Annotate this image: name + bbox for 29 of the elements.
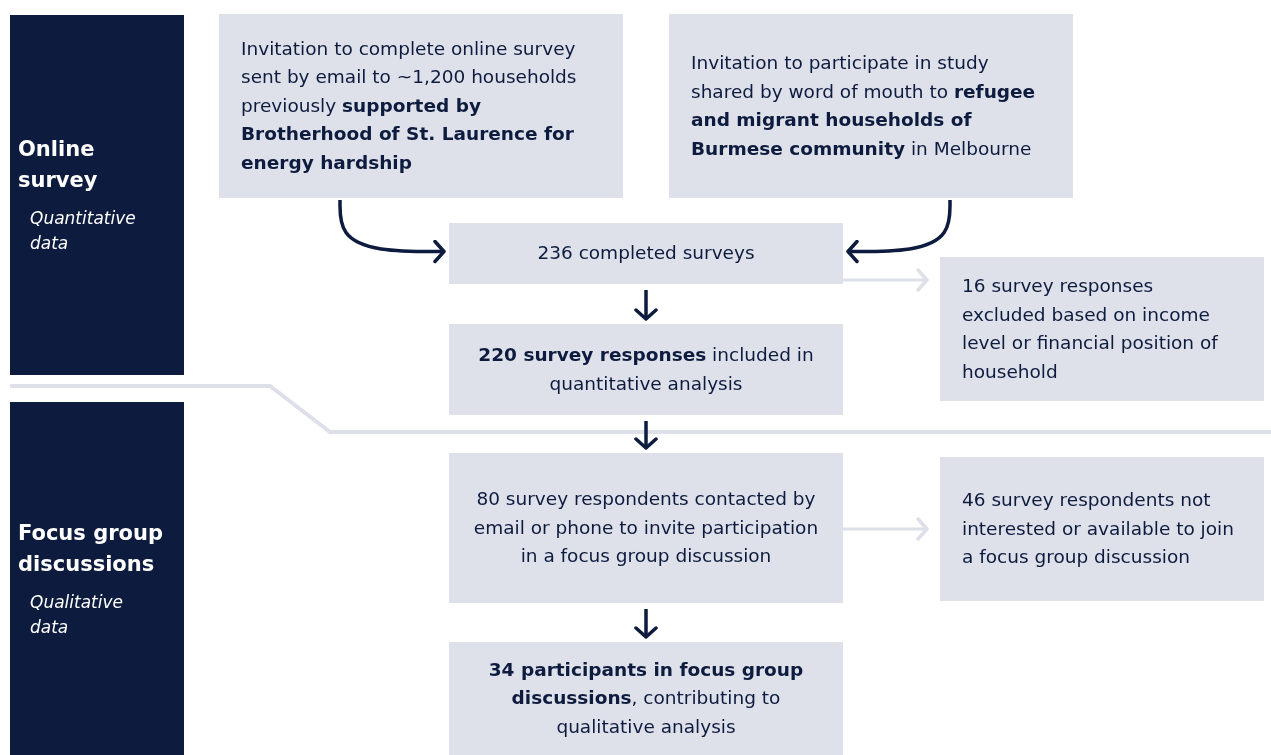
box-text: 16 survey responses excluded based on income level or financial position of household: [962, 274, 1219, 384]
section-title: Focus group discussions: [17, 519, 164, 578]
box-text: 34 participants in focus group discussions, contributing to qualitative analysis: [487, 657, 805, 739]
process-box: [449, 642, 843, 755]
box-text: Invitation to participate in study shared by word of mouth to refugee and migrant households of Burmese community in Melbourne: [691, 51, 1037, 161]
section-band: [10, 402, 184, 755]
box-text: 236 completed surveys: [536, 241, 756, 266]
process-box: [449, 453, 843, 603]
section-subtitle: Quantitative data: [29, 207, 137, 255]
box-text: 46 survey respondents not interested or available to join a focus group discussion: [962, 488, 1235, 570]
process-box: [219, 14, 623, 198]
box-text: Invitation to complete online survey sent by email to ~1,200 households previously supported by Brotherhood of St. Laurence for energy hardship: [241, 36, 578, 175]
section-title: Online survey: [17, 136, 99, 194]
arrow: [634, 609, 658, 639]
section-subtitle: Qualitative data: [29, 590, 124, 639]
process-box: [449, 324, 843, 415]
arrow: [843, 268, 929, 292]
arrow: [634, 290, 658, 321]
process-box: [449, 223, 843, 284]
arrow: [843, 517, 929, 541]
arrow: [634, 421, 658, 450]
process-box: [669, 14, 1073, 198]
arrow: [846, 200, 952, 264]
process-box: [940, 257, 1264, 401]
section-band: [10, 15, 184, 375]
arrow: [338, 200, 446, 264]
box-text: 80 survey respondents contacted by email or phone to invite participation in a focus group discussion: [472, 487, 820, 569]
box-text: 220 survey responses included in quantitative analysis: [477, 343, 815, 396]
process-box: [940, 457, 1264, 601]
